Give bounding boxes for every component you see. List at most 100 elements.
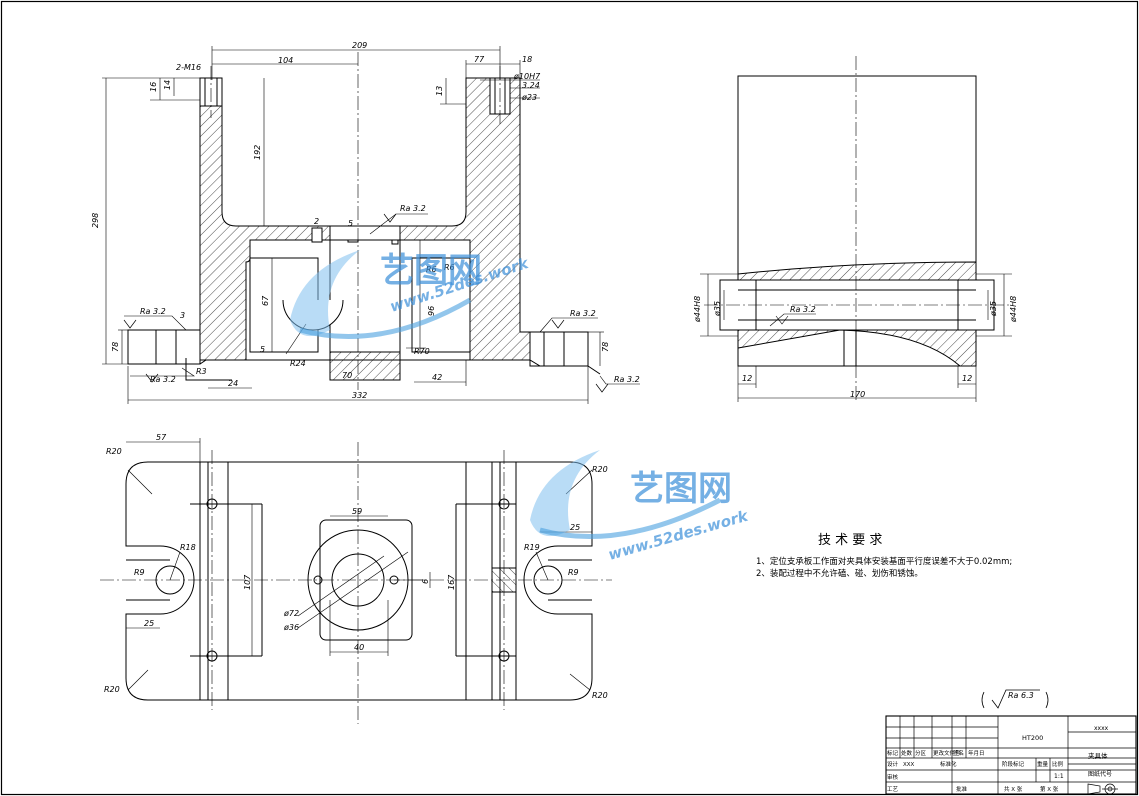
dim-104: 104	[278, 56, 293, 65]
side-outline	[737, 75, 977, 367]
dim-2: 2	[314, 217, 319, 226]
dim-phi35-left: ø35	[713, 301, 722, 317]
side-lower-hatch	[737, 329, 977, 367]
dim-40: 40	[354, 643, 364, 652]
tb-std-label: 标准化	[940, 760, 957, 768]
front-right-flange	[529, 331, 589, 367]
dim-59: 59	[352, 507, 362, 516]
tech-title: 技 术 要 求	[818, 533, 882, 548]
tb-approve-label: 批准	[956, 785, 968, 793]
technical-requirements: 技 术 要 求 1、定位支承板工作面对夹具体安装基面平行度误差不大于0.02mm…	[756, 533, 1012, 579]
dim-3-24: 3.24	[522, 81, 540, 90]
dim-209: 209	[352, 41, 367, 50]
dim-5-bottom: 5	[260, 345, 265, 354]
dim-r70: R70	[414, 347, 430, 356]
top-plan-view	[100, 438, 612, 724]
front-view-labels: 209 104 77 18 2-M16 16 14 13 298 192 67 …	[91, 41, 640, 400]
dim-phi44h8-left: ø44H8	[693, 296, 702, 323]
dim-14: 14	[163, 80, 172, 90]
tb-h-date: 年月日	[968, 749, 985, 757]
dim-phi35-right: ø35	[989, 301, 998, 317]
tb-h-doc: 更改文件号	[933, 749, 961, 757]
watermark-a-swoosh-icon	[290, 250, 360, 337]
dim-167: 167	[447, 574, 456, 590]
dim-298: 298	[91, 213, 100, 228]
dim-r24: R24	[290, 359, 306, 368]
watermark-b-swoosh-icon	[530, 450, 600, 537]
ra-right: Ra 3.2	[570, 309, 596, 318]
tb-part-name: 夹具体	[1088, 751, 1108, 760]
tb-stage-label: 阶段标记	[1002, 760, 1025, 768]
dim-phi72: ø72	[283, 609, 299, 618]
dim-42: 42	[432, 373, 442, 382]
tb-design-label: 设计	[887, 760, 899, 768]
ra-top: Ra 3.2	[400, 204, 426, 213]
tb-h-zone: 分区	[915, 749, 927, 757]
front-section-view	[102, 46, 640, 404]
dim-r3: R3	[196, 367, 207, 376]
dim-r20-br: R20	[592, 691, 608, 700]
top-outline	[125, 461, 593, 701]
dim-r19: R19	[524, 543, 540, 552]
dim-78-right: 78	[601, 342, 610, 352]
watermark-b-name: 艺图网	[630, 469, 732, 509]
tb-h-count: 处数	[901, 749, 913, 757]
top-view-labels: 57 R20 R20 R20 R20 R18 R19 R9 R9 25 25 5…	[104, 433, 608, 700]
tb-process-label: 工艺	[887, 786, 899, 793]
dim-r18: R18	[180, 543, 196, 552]
tb-drawing-no: 图纸代号	[1088, 770, 1112, 778]
dim-r20-tr: R20	[592, 465, 608, 474]
dim-18: 18	[522, 55, 532, 64]
side-upper-hatch	[737, 261, 977, 281]
dim-78-left: 78	[111, 342, 120, 352]
roughness-note: Ra 6.3	[1008, 691, 1034, 700]
dim-107: 107	[243, 574, 252, 590]
ra-bottom-left: Ra 3.2	[150, 375, 176, 384]
side-section-view	[700, 56, 1012, 402]
dim-25-right: 25	[570, 523, 580, 532]
title-block	[885, 715, 1137, 795]
dim-16: 16	[149, 82, 158, 92]
dim-3: 3	[180, 311, 185, 320]
dim-332: 332	[352, 391, 367, 400]
dim-r6-left: R6	[426, 265, 437, 274]
front-left-flange	[127, 329, 201, 365]
dim-67: 67	[261, 295, 270, 306]
dim-phi36: ø36	[283, 623, 299, 632]
dim-170: 170	[850, 390, 865, 399]
tech-line-1: 1、定位支承板工作面对夹具体安装基面平行度误差不大于0.02mm;	[756, 556, 1012, 567]
tb-weight-label: 重量	[1037, 760, 1049, 768]
dim-phi44h8-right: ø44H8	[1009, 296, 1018, 323]
dim-12-left: 12	[742, 374, 752, 383]
dim-phi10h7: ø10H7	[513, 72, 541, 81]
dim-57: 57	[156, 433, 167, 442]
dim-96: 96	[427, 306, 436, 316]
watermark-a-name: 艺图网	[380, 251, 482, 291]
tb-scale-label: 比例	[1052, 760, 1064, 768]
dim-77: 77	[474, 55, 485, 64]
ra-left: Ra 3.2	[140, 307, 166, 316]
dim-phi23: ø23	[521, 93, 537, 102]
title-block-texts: HT200 xxxx 夹具体 图纸代号 1:1 标记 处数 分区 更改文件号 签…	[887, 725, 1112, 793]
dim-r9-right: R9	[568, 568, 579, 577]
tech-line-2: 2、装配过程中不允许磕、碰、划伤和锈蚀。	[756, 568, 923, 579]
dim-r20-tl: R20	[106, 447, 122, 456]
ra-side: Ra 3.2	[790, 305, 816, 314]
dim-13: 13	[435, 86, 444, 96]
dim-192: 192	[253, 145, 262, 160]
watermark-b: 艺图网 www.52des.work	[530, 450, 751, 564]
tb-h-sign: 签名	[953, 749, 964, 757]
tb-sheet-no: 第 X 张	[1040, 785, 1059, 793]
tb-h-mark: 标记	[887, 749, 899, 757]
dim-r6-right: R6	[444, 263, 455, 272]
dim-2-m16: 2-M16	[176, 63, 201, 72]
tb-code: xxxx	[1094, 725, 1109, 732]
ra-bottom-right: Ra 3.2	[614, 375, 640, 384]
dim-12-right: 12	[962, 374, 972, 383]
dim-5-top: 5	[348, 219, 353, 228]
tb-sheets-total: 共 X 张	[1004, 785, 1023, 793]
dim-70: 70	[342, 371, 352, 380]
dim-r20-bl: R20	[104, 685, 120, 694]
